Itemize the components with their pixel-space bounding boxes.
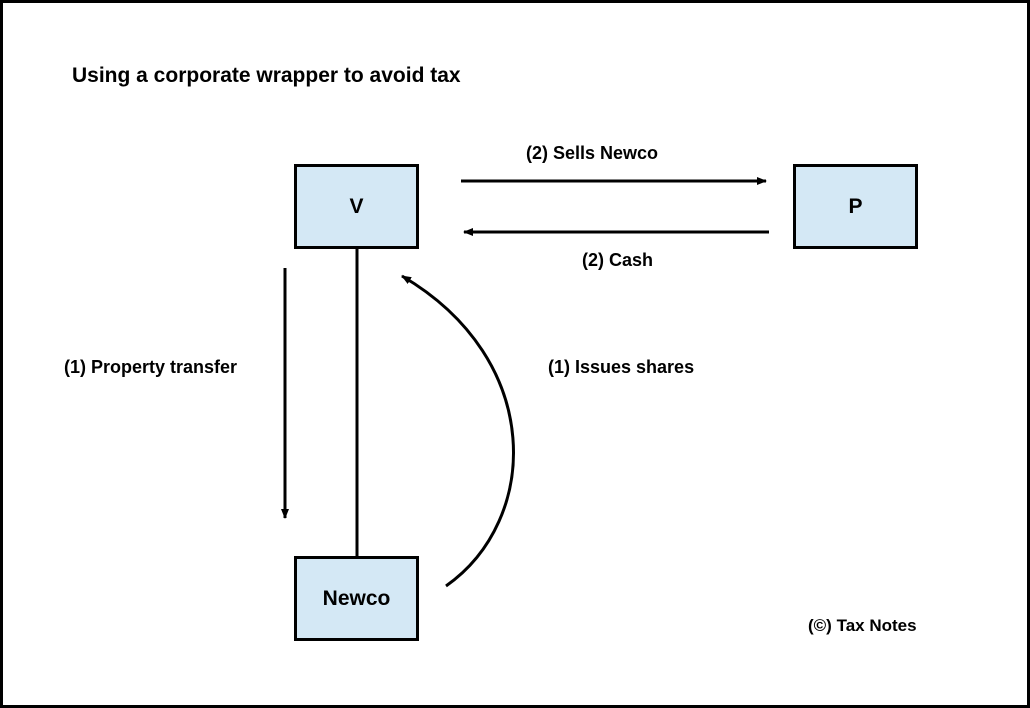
copyright-credit: (©) Tax Notes	[808, 616, 917, 635]
issues-shares-label: (1) Issues shares	[548, 357, 695, 377]
node-p: P	[793, 164, 918, 249]
node-v: V	[294, 164, 419, 249]
node-newco: Newco	[294, 556, 419, 641]
diagram-title: Using a corporate wrapper to avoid tax	[72, 64, 461, 87]
node-p-label: P	[848, 194, 863, 218]
issues-shares-arrow	[401, 274, 515, 588]
sells-newco-label: (2) Sells Newco	[526, 143, 659, 163]
node-newco-label: Newco	[322, 586, 391, 610]
cash-label: (2) Cash	[582, 250, 654, 270]
node-v-label: V	[349, 194, 364, 218]
property-transfer-label: (1) Property transfer	[64, 357, 238, 377]
